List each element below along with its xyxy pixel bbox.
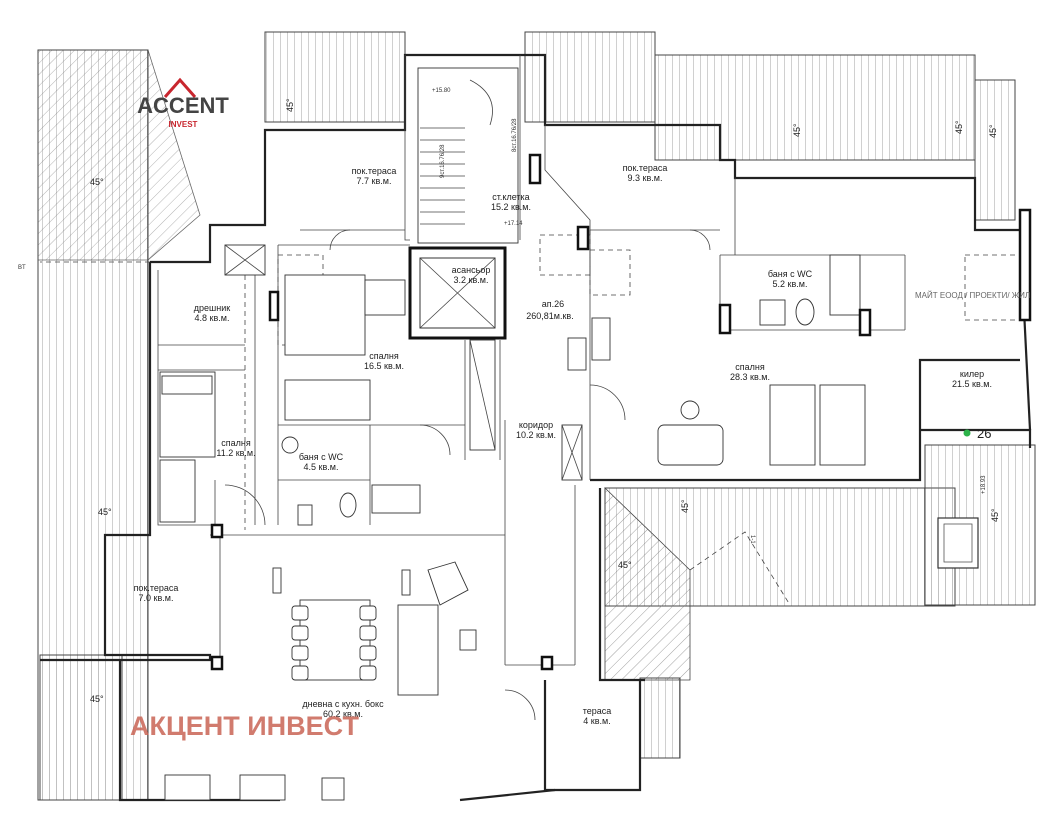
marker-number: 26 bbox=[977, 426, 991, 441]
stair-label: 9ст.16.76/28 bbox=[440, 144, 446, 178]
dining-chair bbox=[291, 665, 309, 681]
room-area: 7.7 кв.м. bbox=[357, 176, 392, 186]
dining-chair bbox=[359, 625, 377, 641]
slope-label: 45° bbox=[680, 499, 690, 513]
room-name: тераса bbox=[583, 706, 612, 716]
dining-chair bbox=[359, 605, 377, 621]
room-name: баня с WC bbox=[299, 452, 344, 462]
slope-label: 45° bbox=[98, 507, 112, 517]
slope-label: 45° bbox=[90, 694, 104, 704]
room-name: асансьор bbox=[452, 265, 491, 275]
roof-north bbox=[264, 31, 1016, 221]
apartment-label: ап.26 bbox=[542, 299, 564, 309]
staircase bbox=[417, 67, 519, 244]
room-area: 3.2 кв.м. bbox=[454, 275, 489, 285]
slope-label: 45° bbox=[954, 120, 964, 134]
room-area: 4 кв.м. bbox=[583, 716, 610, 726]
wall-tag: BT bbox=[18, 265, 26, 271]
room-area: 7.0 кв.м. bbox=[139, 593, 174, 603]
slope-label: 45° bbox=[90, 177, 104, 187]
slope-label: 45° bbox=[988, 124, 998, 138]
room-area: 21.5 кв.м. bbox=[952, 379, 992, 389]
room-area: 5.2 кв.м. bbox=[773, 279, 808, 289]
furniture bbox=[159, 244, 866, 801]
watermark-text: АКЦЕНТ ИНВЕСТ bbox=[130, 711, 359, 741]
room-area: 11.2 кв.м. bbox=[216, 448, 255, 458]
room-area: 15.2 кв.м. bbox=[491, 202, 531, 212]
roof-slope-labels: 45° 45° 45° 45° 45° 45° 45° 45° 45° 45° bbox=[90, 98, 1000, 704]
slope-label: 45° bbox=[618, 560, 632, 570]
room-name: спалня bbox=[221, 438, 251, 448]
section-label: 1-1 bbox=[749, 535, 755, 544]
apartment-area: 260,81м.кв. bbox=[526, 311, 573, 321]
room-name: коридор bbox=[519, 420, 553, 430]
room-labels: пок.тераса 7.7 кв.м. пок.тераса 9.3 кв.м… bbox=[134, 163, 992, 726]
slope-label: 45° bbox=[990, 508, 1000, 522]
room-area: 4.5 кв.м. bbox=[304, 462, 339, 472]
room-area: 28.3 кв.м. bbox=[730, 372, 770, 382]
room-name: дрешник bbox=[194, 303, 230, 313]
room-name: пок.тераса bbox=[134, 583, 179, 593]
side-note: МАЙТ ЕООД / ПРОЕКТИ/ ЖИЛ bbox=[915, 291, 1030, 300]
room-area: 10.2 кв.м. bbox=[516, 430, 556, 440]
room-name: дневна с кухн. бокс bbox=[302, 699, 384, 709]
room-area: 16.5 кв.м. bbox=[364, 361, 404, 371]
level-mark: +15.80 bbox=[432, 88, 451, 94]
annotations: 9ст.16.76/28 8ст.16.76/28 +15.80 +17.14 … bbox=[18, 88, 1030, 544]
room-name: баня с WC bbox=[768, 269, 813, 279]
dining-chair bbox=[291, 605, 309, 621]
room-area: 4.8 кв.м. bbox=[195, 313, 230, 323]
slope-label: 45° bbox=[792, 123, 802, 137]
elevator-shaft bbox=[408, 246, 507, 340]
door-swings bbox=[224, 229, 711, 721]
roof-southwest bbox=[39, 654, 681, 801]
roof-southeast bbox=[604, 444, 1036, 681]
room-name: ст.клетка bbox=[492, 192, 529, 202]
level-mark: +18.93 bbox=[981, 475, 987, 494]
level-mark: +17.14 bbox=[504, 221, 523, 227]
interior-walls bbox=[157, 55, 906, 666]
room-area: 9.3 кв.м. bbox=[628, 173, 663, 183]
marker-dot bbox=[963, 429, 971, 437]
room-name: килер bbox=[960, 369, 984, 379]
dining-chair bbox=[359, 645, 377, 661]
room-name: спалня bbox=[369, 351, 399, 361]
room-name: пок.тераса bbox=[623, 163, 668, 173]
dining-chair bbox=[291, 645, 309, 661]
columns bbox=[210, 153, 1032, 671]
room-area: 60.2 кв.м. bbox=[323, 709, 363, 719]
room-name: спалня bbox=[735, 362, 765, 372]
slope-label: 45° bbox=[285, 98, 295, 112]
logo-subtext: INVEST bbox=[169, 120, 198, 129]
logo-text: ACCENT bbox=[137, 93, 229, 118]
dining-chair bbox=[359, 665, 377, 681]
stair-label: 8ст.16.76/28 bbox=[512, 118, 518, 152]
dining-chair bbox=[291, 625, 309, 641]
accent-invest-logo: ACCENT INVEST bbox=[137, 77, 229, 129]
room-name: пок.тераса bbox=[352, 166, 397, 176]
